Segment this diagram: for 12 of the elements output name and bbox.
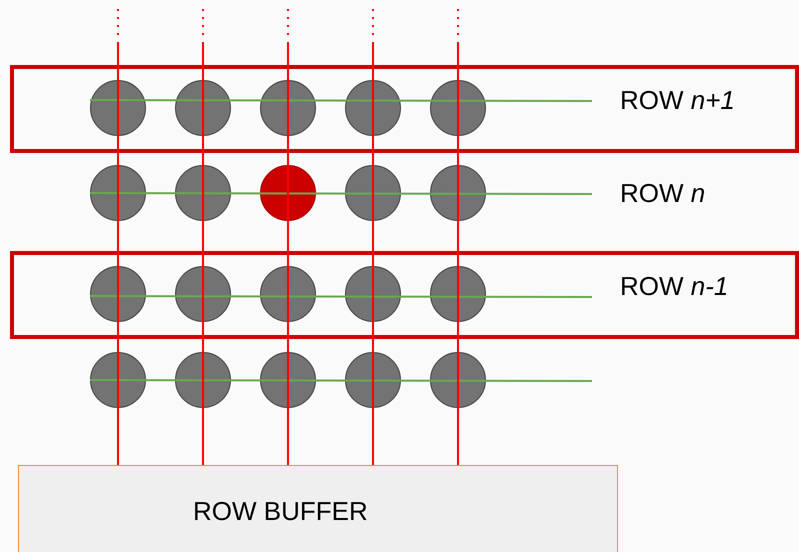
row-buffer-box (18, 465, 618, 552)
buffer-label: ROW BUFFER (193, 496, 368, 526)
bit-line-connector (372, 408, 374, 465)
bit-line-connector (202, 408, 204, 465)
row-frame (10, 251, 799, 339)
row-label: ROW n (620, 178, 706, 208)
row-label: ROW n+1 (620, 85, 735, 115)
bit-line-connector (457, 408, 459, 465)
bit-line-connector (287, 408, 289, 465)
row-frame (10, 65, 799, 153)
bit-line-connector (117, 408, 119, 465)
row-label: ROW n-1 (620, 271, 728, 301)
